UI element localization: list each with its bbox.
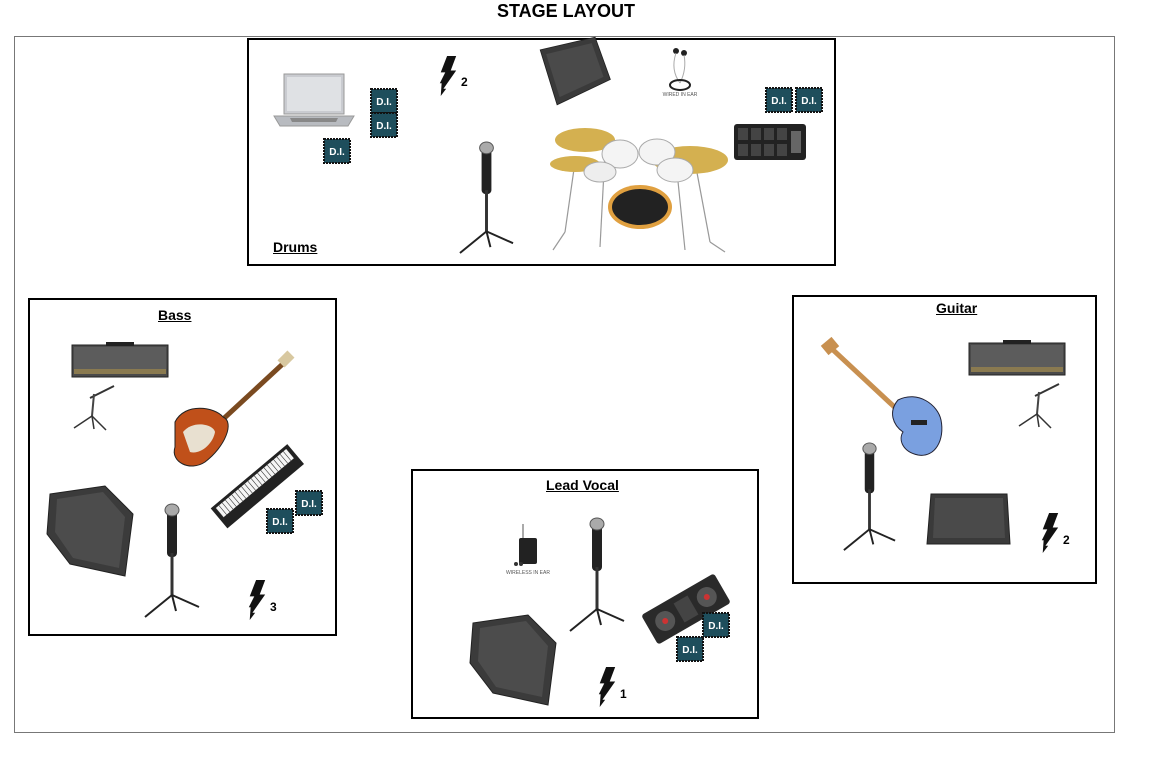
di-label: D.I.: [682, 645, 698, 656]
electric-guitar-icon: [820, 336, 945, 458]
di-label: D.I.: [771, 96, 787, 107]
stage-area: [14, 36, 1115, 733]
power-count: 2: [1063, 533, 1070, 547]
di-label: D.I.: [376, 121, 392, 132]
di-box-icon: D.I.: [370, 88, 398, 114]
wired-iem-caption: WIRED IN EAR: [663, 92, 698, 98]
amp-icon: [968, 340, 1066, 376]
power-outlet-icon: [247, 578, 267, 622]
monitor-wedge-icon: [925, 492, 1011, 547]
power-count: 2: [461, 75, 468, 89]
power-outlet-icon: [597, 665, 617, 709]
monitor-wedge-icon: [468, 613, 558, 708]
di-label: D.I.: [272, 517, 288, 528]
microphone-stand-icon: [143, 503, 201, 619]
power-outlet-icon: [1040, 511, 1060, 555]
di-box-icon: D.I.: [266, 508, 294, 534]
di-box-icon: D.I.: [795, 87, 823, 113]
page-title: STAGE LAYOUT: [496, 1, 635, 21]
zone-label-bass: Bass: [158, 307, 192, 323]
di-label: D.I.: [801, 96, 817, 107]
di-box-icon: D.I.: [676, 636, 704, 662]
di-box-icon: D.I.: [323, 138, 351, 164]
wireless-iem-caption: WIRELESS IN EAR: [506, 570, 550, 576]
zone-label-guitar: Guitar: [936, 300, 978, 316]
wired-in-ear-icon: WIRED IN EAR: [662, 45, 698, 105]
microphone-stand-icon: [458, 140, 515, 256]
power-count: 1: [620, 687, 627, 701]
di-box-icon: D.I.: [370, 112, 398, 138]
small-mic-stand-icon: [1015, 380, 1063, 430]
microphone-stand-icon: [842, 438, 897, 556]
monitor-wedge-icon: [45, 484, 135, 579]
zone-label-lead-vocal: Lead Vocal: [546, 477, 619, 493]
small-mic-stand-icon: [70, 382, 118, 432]
di-label: D.I.: [376, 97, 392, 108]
zone-label-drums: Drums: [273, 239, 318, 255]
drum-pad-icon: [733, 123, 807, 161]
di-label: D.I.: [301, 499, 317, 510]
amp-icon: [71, 342, 169, 378]
bass-guitar-icon: [165, 350, 295, 472]
power-outlet-icon: [438, 55, 458, 97]
power-count: 3: [270, 600, 277, 614]
di-box-icon: D.I.: [765, 87, 793, 113]
laptop-icon: [272, 72, 356, 128]
microphone-stand-icon: [568, 517, 626, 633]
di-label: D.I.: [329, 147, 345, 158]
keyboard-icon: [210, 443, 305, 531]
wireless-in-ear-icon: WIRELESS IN EAR: [506, 522, 550, 584]
di-box-icon: D.I.: [702, 612, 730, 638]
drum-kit-icon: [545, 122, 730, 254]
mixer-icon: [642, 574, 730, 644]
di-box-icon: D.I.: [295, 490, 323, 516]
monitor-wedge-icon: [527, 33, 621, 109]
di-label: D.I.: [708, 621, 724, 632]
